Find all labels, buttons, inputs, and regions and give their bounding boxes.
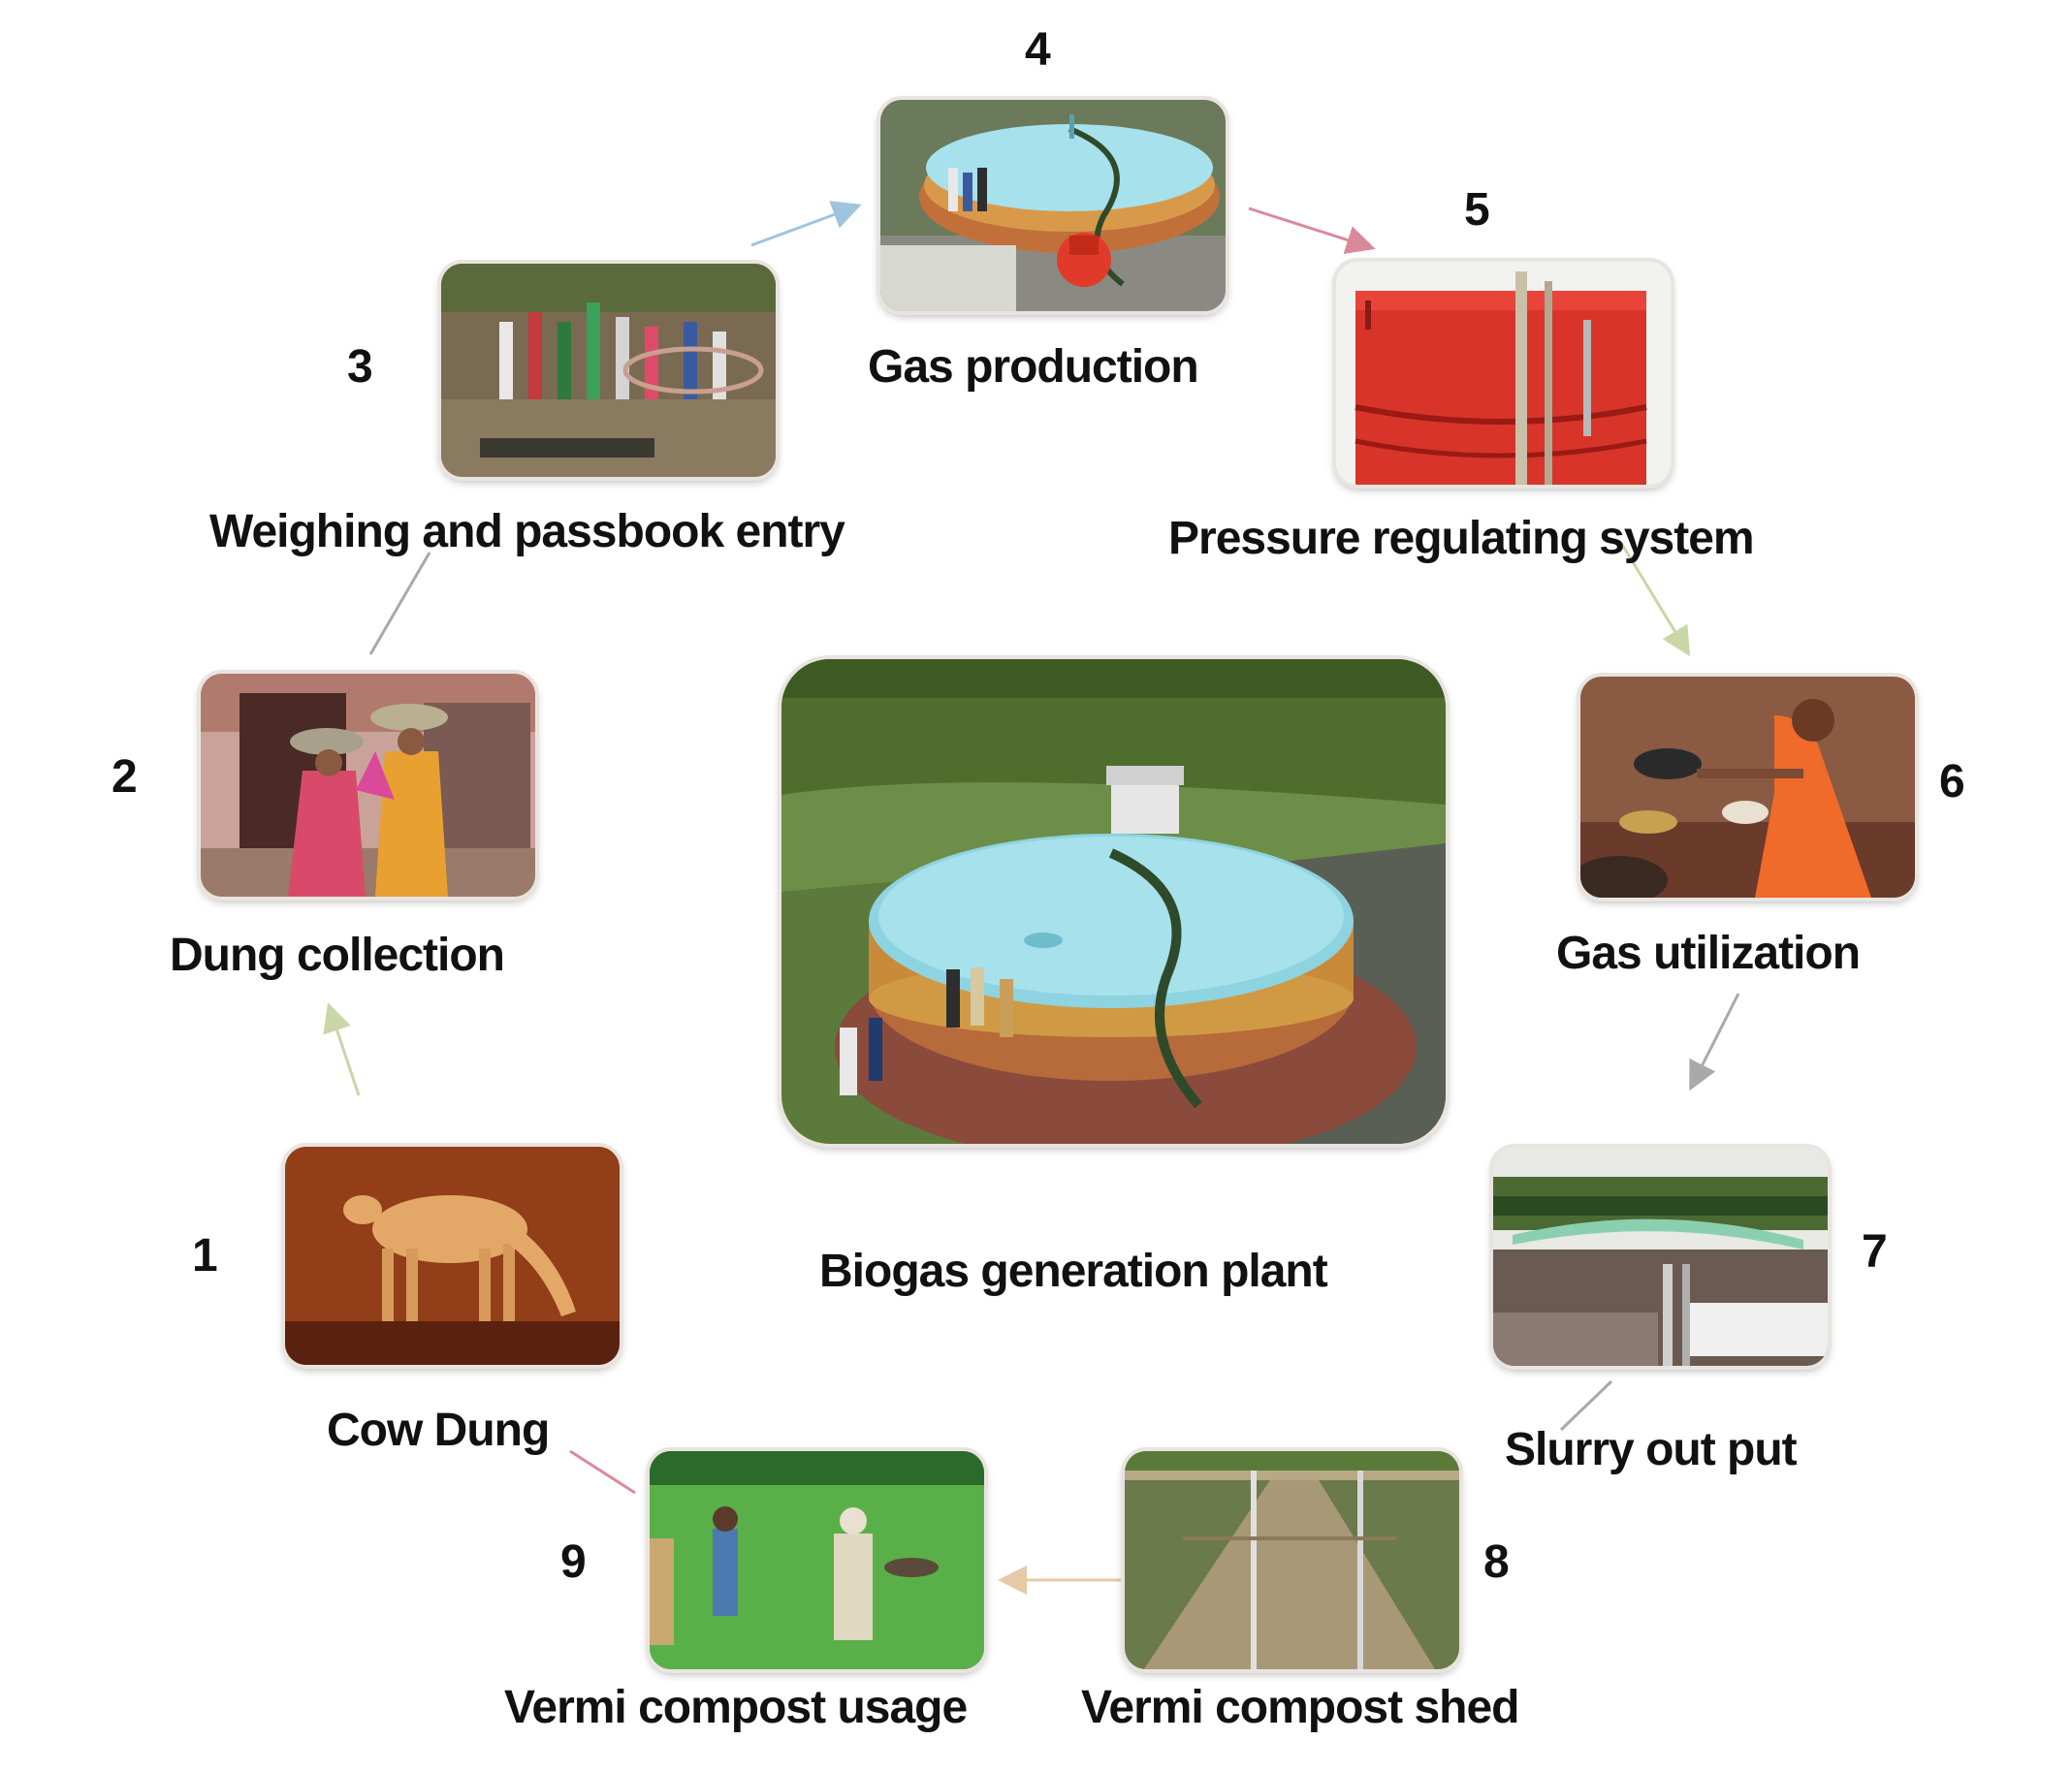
arrow-4-to-5 [1248,206,1376,254]
step-3-photo [441,264,776,477]
arrow-6-to-7 [1689,993,1740,1092]
step-7-number: 7 [1862,1226,1888,1278]
step-7-photo [1493,1148,1828,1366]
step-1-label: Cow Dung [327,1405,550,1456]
step-9-photo [650,1451,984,1669]
arrow-7-to-8 [1559,1379,1613,1432]
step-1-number: 1 [192,1230,218,1282]
step-5-number: 5 [1464,184,1490,236]
step-2-label: Dung collection [170,930,505,981]
arrow-5-to-6 [1619,542,1691,657]
arrow-2-to-3 [368,552,431,655]
arrow-1-to-2 [323,1002,361,1096]
center-plant-photo [781,659,1446,1144]
step-3-label: Weighing and passbook entry [209,506,845,557]
step-8-label: Vermi compost shed [1081,1682,1519,1733]
step-6-photo [1580,677,1915,898]
step-6-number: 6 [1939,756,1965,807]
step-4-label: Gas production [868,341,1199,393]
arrow-9-to-1 [569,1449,636,1495]
step-8-number: 8 [1483,1536,1510,1588]
step-4-photo [880,100,1226,311]
step-5-photo [1336,262,1671,485]
step-7-label: Slurry out put [1505,1424,1798,1475]
step-1-photo [285,1147,620,1365]
step-2-photo [201,674,535,897]
step-6-label: Gas utilization [1556,928,1861,979]
step-4-number: 4 [1025,24,1051,76]
step-9-label: Vermi compost usage [504,1682,968,1733]
step-2-number: 2 [112,751,138,803]
step-8-photo [1125,1451,1459,1669]
step-5-label: Pressure regulating system [1168,513,1755,564]
step-3-number: 3 [347,341,373,393]
arrow-3-to-4 [750,201,862,247]
step-9-number: 9 [560,1536,587,1588]
center-plant-label: Biogas generation plant [819,1246,1328,1297]
